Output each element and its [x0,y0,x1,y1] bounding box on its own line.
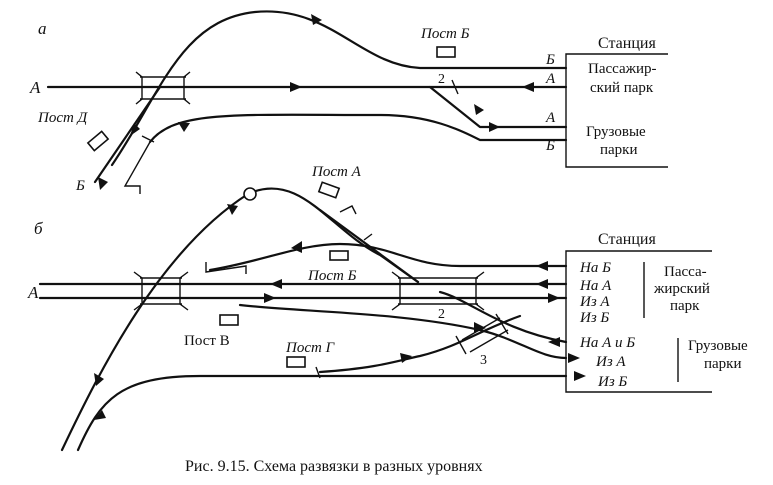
panel-b-na-b: На Б [579,260,611,276]
panel-b-freight-out-b [76,374,568,452]
panel-a-stub [123,141,151,194]
panel-b-tag: б [34,219,43,238]
panel-b-post-g-label: Пост Г [285,340,336,356]
panel-b-freight-in-arrow [548,337,560,347]
panel-b-fr-iz-b: Из Б [597,374,627,390]
panel-b-post-a-box [317,181,341,199]
panel-a: а А Станция Пассажир- ский парк Грузовые… [29,10,668,194]
panel-b-loop-arrow2 [227,204,238,215]
panel-a-freight-line2: парки [600,142,638,158]
panel-a-exit-arrow1 [130,123,140,136]
panel-b-freight-out-a [238,303,568,360]
panel-b-num-2: 2 [438,307,445,322]
panel-a-signal [451,79,459,95]
panel-b-station-title: Станция [598,231,656,248]
panel-a-exit-line [93,85,162,184]
figure-caption: Рис. 9.15. Схема развязки в разных уровн… [185,458,483,475]
panel-b-pass-line2: жирский [653,281,710,297]
panel-a-post-d-box [86,130,110,152]
panel-a-tag: а [38,19,47,38]
panel-a-label-freight-a: А [545,110,556,126]
panel-a-freight-branch [428,85,568,129]
panel-b-iz-b: Из Б [579,310,609,326]
panel-a-station-title: Станция [598,35,656,52]
panel-b-post-v-label: Пост В [184,333,230,349]
panel-b-stub-left [205,262,247,274]
panel-b-main-in-arrow2 [270,279,282,289]
panel-a-main-arrow [290,82,302,92]
panel-b-post-g-box [286,356,306,368]
panel-b-post-a-branch [318,208,420,284]
panel-b-freight-out-b-arrow [574,371,586,381]
panel-a-station: Станция Пассажир- ский парк Грузовые пар… [565,35,668,168]
panel-b-freight-out-b-arrow2 [94,410,106,420]
panel-b-na-a: На А [579,278,612,294]
panel-b-station-box [565,250,712,393]
panel-b-na-b-track [208,242,568,272]
panel-b-post-a-stub [339,205,357,215]
panel-b-crossing-bridge [455,313,509,355]
panel-a-upper-loop-arrow [311,14,322,25]
panel-b-main-out-arrow2 [264,293,276,303]
panel-a-main-arrow-in [522,82,534,92]
panel-b-station: Станция На Б На А Из А Из Б Пасса- жирск… [565,231,748,393]
panel-a-freight-line1: Грузовые [586,124,646,140]
panel-a-pass-park-line2: ский парк [590,80,654,96]
panel-a-exit-arrow2 [98,177,108,190]
panel-a-station-box [565,53,668,168]
panel-a-exit-b: Б [75,178,85,194]
panel-b-post-a-label: Пост А [311,164,362,180]
panel-a-post-d-label: Пост Д [37,110,89,126]
panel-b-freight-in [438,290,568,344]
panel-b-pass-line1: Пасса- [664,264,707,280]
panel-b-big-loop [60,187,420,452]
panel-a-freight-arrow2 [489,122,500,132]
panel-b: б А Станция На Б На А Из А Из Б Пасса- ж… [27,164,748,452]
panel-b-post-v-box [219,314,239,326]
panel-b-freight-out-a-arrow [568,353,580,363]
panel-b-loop-node [243,187,257,201]
panel-b-line-label: А [27,283,39,302]
panel-b-loop-arrow [94,373,104,386]
panel-a-label-pass-b: Б [545,52,555,68]
panel-a-freight-arrow [474,104,484,115]
panel-b-na-b-arrow2 [291,241,302,253]
panel-b-num-3: 3 [480,353,487,368]
panel-b-na-ab: На А и Б [579,335,635,351]
panel-a-pass-park-line1: Пассажир- [588,61,657,77]
panel-b-main-out-arrow [548,293,560,303]
panel-b-main-in-arrow [536,279,548,289]
panel-b-iz-a: Из А [579,294,610,310]
panel-b-freight-out-a-arrow2 [474,322,486,333]
panel-b-post-g-arrow [400,353,412,363]
panel-a-label-pass-a: А [545,71,556,87]
panel-a-label-freight-b: Б [545,138,555,154]
panel-b-na-b-arrow [536,261,548,271]
panel-a-lower-loop [148,113,568,144]
panel-a-line-label: А [29,78,41,97]
panel-b-freight-line1: Грузовые [688,338,748,354]
panel-a-upper-loop [110,10,568,167]
panel-b-post-b-box [329,250,349,261]
panel-a-bridge [135,71,191,105]
panel-a-post-b-box [436,46,456,58]
panel-b-post-b-label: Пост Б [307,268,357,284]
panel-b-freight-line2: парки [704,356,742,372]
panel-b-post-g-track [318,314,522,374]
panel-a-crossing-num: 2 [438,72,445,87]
panel-b-pass-line3: парк [670,298,700,314]
panel-a-post-b-label: Пост Б [420,26,470,42]
panel-b-fr-iz-a: Из А [595,354,626,370]
panel-a-lower-loop-arrow [178,122,190,132]
